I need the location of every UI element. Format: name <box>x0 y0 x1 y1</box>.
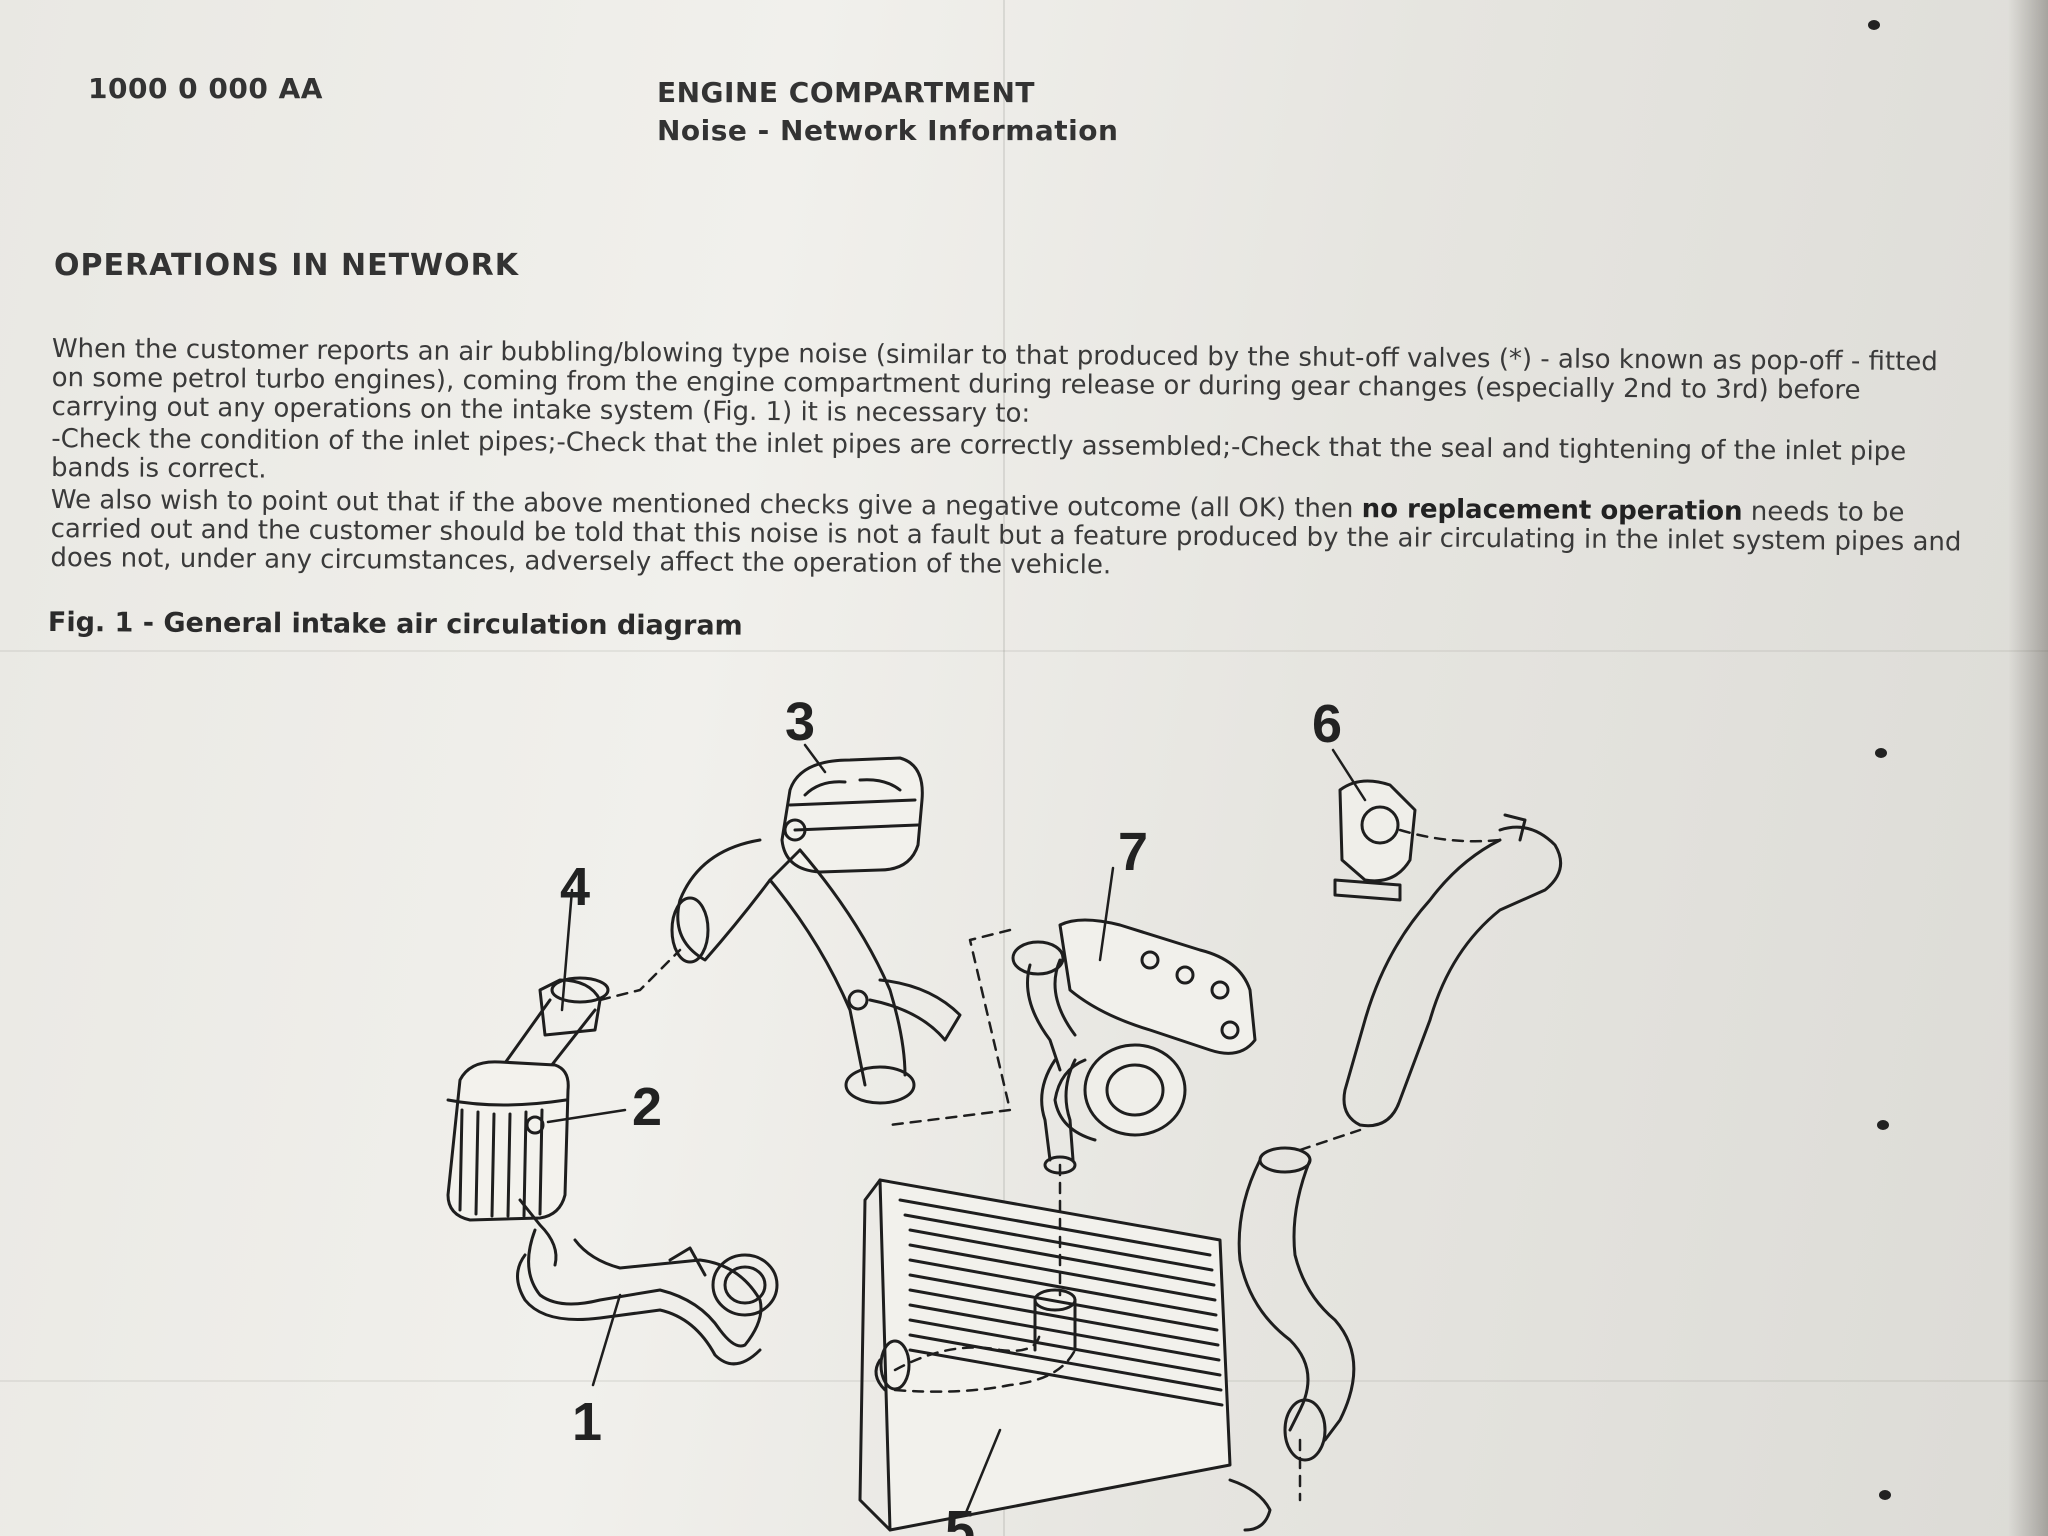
punch-mark <box>1877 1120 1889 1130</box>
title-line-2: Noise - Network Information <box>657 114 1119 147</box>
punch-mark <box>1868 20 1880 30</box>
punch-mark <box>1875 748 1887 758</box>
pipe-connector <box>498 976 610 1082</box>
callout-1: 1 <box>572 1392 602 1452</box>
paper-fold-vertical <box>1003 0 1005 1536</box>
turbocharger-manifold <box>1011 918 1257 1175</box>
filter-intake-hose <box>670 838 962 1105</box>
lower-hose <box>516 1198 779 1366</box>
callout-2: 2 <box>632 1077 662 1137</box>
paper-edge-shadow <box>2008 0 2048 1536</box>
leader-lines <box>546 743 1367 1517</box>
callout-6: 6 <box>1312 694 1342 754</box>
document-title: ENGINE COMPARTMENT Noise - Network Infor… <box>657 74 1118 150</box>
paper-fold-horizontal <box>0 650 2048 652</box>
punch-mark <box>1879 1490 1891 1500</box>
title-line-1: ENGINE COMPARTMENT <box>657 76 1036 109</box>
throttle-body <box>1333 779 1417 902</box>
section-heading: OPERATIONS IN NETWORK <box>54 248 519 283</box>
document-code: 1000 0 000 AA <box>88 72 323 105</box>
upper-hose <box>1342 813 1563 1128</box>
connection-lines <box>598 828 1502 1502</box>
callout-7: 7 <box>1118 822 1148 882</box>
callout-4: 4 <box>560 857 590 917</box>
callout-5: 5 <box>945 1500 975 1536</box>
intercooler <box>858 1178 1232 1532</box>
callout-3: 3 <box>785 692 815 752</box>
lower-right-hose <box>1228 1146 1356 1532</box>
air-filter-housing <box>780 756 924 874</box>
resonator-box <box>446 1060 570 1222</box>
